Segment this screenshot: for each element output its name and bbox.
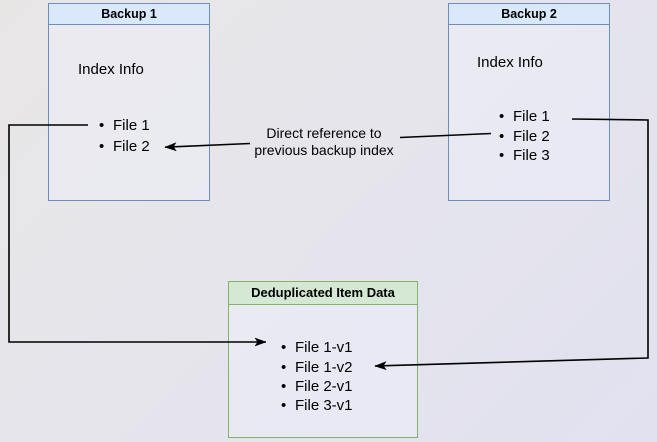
list-item: • File 3-v1 (281, 396, 353, 415)
list-item: • File 1-v2 (281, 357, 353, 376)
list-item: • File 3 (499, 146, 550, 165)
file-label: File 3 (513, 146, 550, 164)
backup1-title: Backup 1 (49, 4, 209, 25)
dedup-title: Deduplicated Item Data (229, 282, 417, 305)
list-item: • File 1 (499, 107, 550, 126)
file-label: File 2 (513, 127, 550, 145)
bullet-icon: • (499, 146, 505, 164)
backup2-title: Backup 2 (449, 4, 609, 25)
file-label: File 1-v2 (295, 358, 353, 376)
backup1-box: Backup 1 Index Info • File 1 • File 2 (48, 3, 210, 201)
backup2-file-list: • File 1 • File 2 • File 3 (499, 107, 550, 165)
list-item: • File 1-v1 (281, 338, 353, 357)
dedup-box: Deduplicated Item Data • File 1-v1 • Fil… (228, 281, 418, 438)
bullet-icon: • (499, 108, 505, 126)
file-label: File 2-v1 (295, 377, 353, 395)
backup2-index-info-label: Index Info (477, 54, 543, 71)
file-label: File 2 (113, 138, 150, 155)
bullet-icon: • (281, 397, 287, 415)
backup2-box: Backup 2 Index Info • File 1 • File 2 • … (448, 3, 610, 201)
bullet-icon: • (281, 339, 287, 357)
backup1-index-info-label: Index Info (78, 61, 144, 78)
bullet-icon: • (499, 127, 505, 145)
dedup-item-list: • File 1-v1 • File 1-v2 • File 2-v1 • Fi… (281, 338, 353, 416)
list-item: • File 2 (99, 136, 150, 157)
bullet-icon: • (99, 117, 105, 134)
file-label: File 1 (113, 117, 150, 134)
list-item: • File 1 (99, 115, 150, 136)
backup1-file-list: • File 1 • File 2 (99, 115, 150, 157)
file-label: File 1-v1 (295, 339, 353, 357)
bullet-icon: • (99, 138, 105, 155)
list-item: • File 2-v1 (281, 377, 353, 396)
bullet-icon: • (281, 358, 287, 376)
list-item: • File 2 (499, 126, 550, 145)
edge-annotation: Direct reference to previous backup inde… (254, 125, 394, 158)
bullet-icon: • (281, 377, 287, 395)
file-label: File 1 (513, 108, 550, 126)
file-label: File 3-v1 (295, 397, 353, 415)
